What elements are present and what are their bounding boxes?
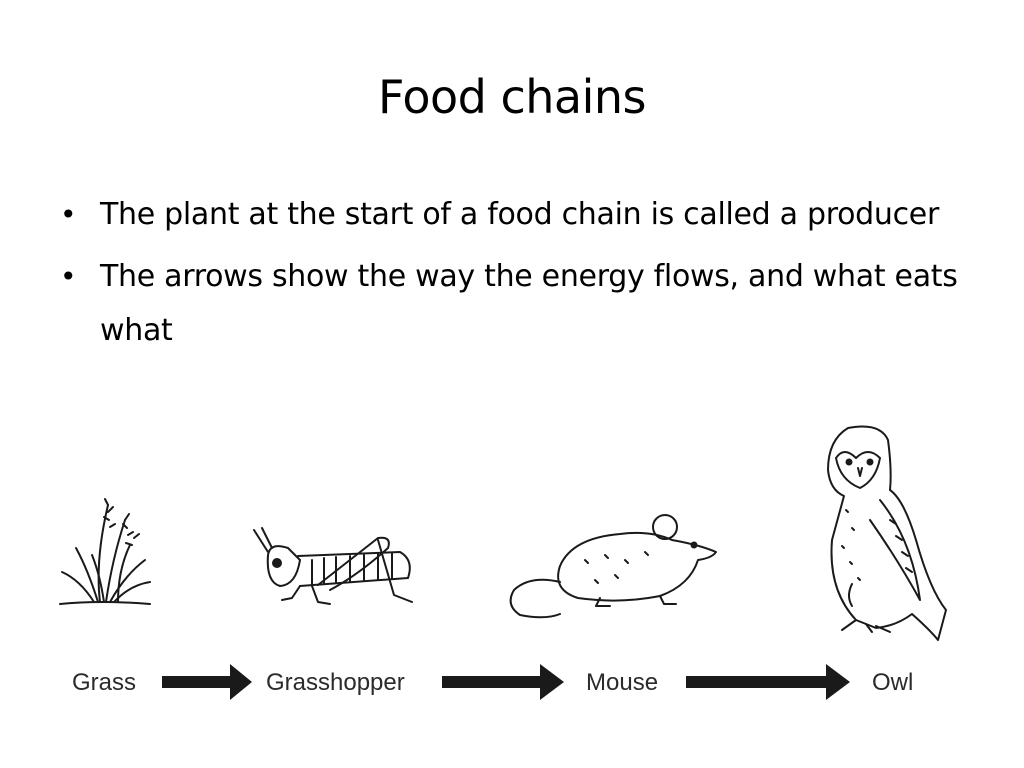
grass-illustration bbox=[59, 498, 151, 605]
label-owl: Owl bbox=[872, 669, 913, 696]
arrow-grass-to-grasshopper bbox=[162, 664, 252, 700]
bullet-item: • The plant at the start of a food chain… bbox=[60, 188, 960, 242]
bullet-list: • The plant at the start of a food chain… bbox=[60, 188, 960, 366]
label-mouse: Mouse bbox=[586, 669, 658, 696]
arrow-mouse-to-owl bbox=[686, 664, 850, 700]
mouse-illustration bbox=[509, 514, 717, 619]
bullet-icon: • bbox=[60, 198, 77, 231]
slide-title: Food chains bbox=[378, 70, 646, 124]
bullet-icon: • bbox=[60, 260, 77, 293]
bullet-item: • The arrows show the way the energy flo… bbox=[60, 250, 960, 358]
arrow-grasshopper-to-mouse bbox=[442, 664, 564, 700]
owl-illustration bbox=[827, 425, 947, 641]
label-grasshopper: Grasshopper bbox=[266, 669, 405, 696]
bullet-text: The arrows show the way the energy flows… bbox=[100, 259, 958, 348]
bullet-text: The plant at the start of a food chain i… bbox=[100, 197, 939, 232]
label-grass: Grass bbox=[72, 669, 136, 696]
grasshopper-illustration bbox=[253, 527, 413, 605]
